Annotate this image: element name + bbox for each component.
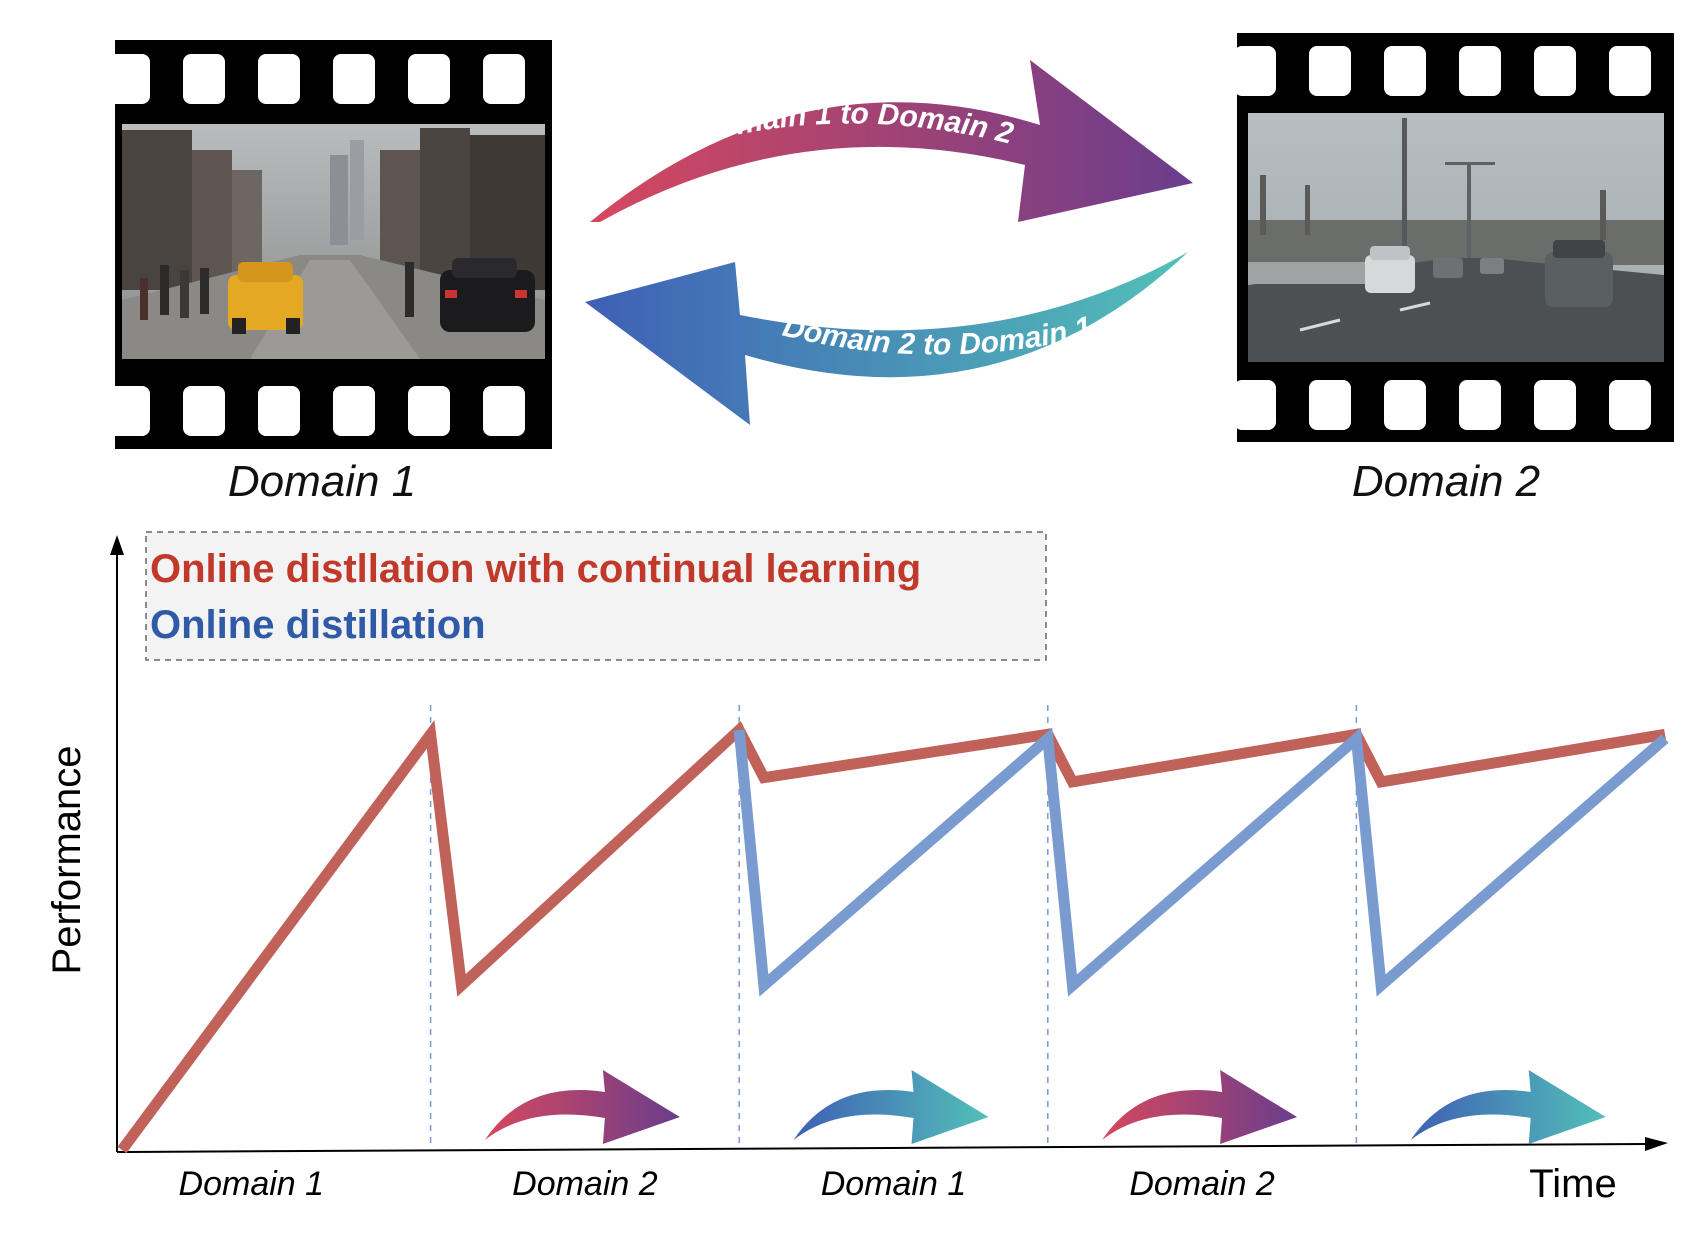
performance-chart: Performance Time Online distllation with… bbox=[45, 531, 1669, 1206]
film-strip-domain-1 bbox=[108, 40, 600, 449]
film-sprocket-hole bbox=[1609, 46, 1651, 96]
city-street-photo bbox=[122, 124, 545, 359]
film-sprocket-hole bbox=[1234, 46, 1276, 96]
y-axis-arrowhead bbox=[110, 535, 124, 555]
series-line-online-distillation bbox=[733, 727, 1669, 997]
domain-1-caption: Domain 1 bbox=[228, 457, 416, 506]
film-sprocket-hole bbox=[1234, 380, 1276, 430]
legend-blue-label: Online distillation bbox=[150, 603, 486, 647]
segment-label: Domain 1 bbox=[821, 1165, 967, 1203]
film-sprocket-hole bbox=[333, 54, 375, 104]
arrow-domain-2-to-domain-1: Domain 2 to Domain 1 bbox=[585, 252, 1188, 425]
highway-photo bbox=[1248, 113, 1664, 362]
legend: Online distllation with continual learni… bbox=[145, 531, 1047, 661]
film-sprocket-hole bbox=[558, 386, 600, 436]
film-sprocket-hole bbox=[1609, 380, 1651, 430]
film-sprocket-hole bbox=[1309, 380, 1351, 430]
film-sprocket-hole bbox=[258, 386, 300, 436]
film-sprocket-hole bbox=[558, 54, 600, 104]
segment-label: Domain 1 bbox=[179, 1165, 325, 1203]
series-line-continual-learning bbox=[117, 720, 1666, 1154]
film-sprocket-hole bbox=[1459, 46, 1501, 96]
film-sprocket-hole bbox=[333, 386, 375, 436]
x-axis-arrowhead bbox=[1645, 1137, 1668, 1151]
film-sprocket-hole bbox=[408, 386, 450, 436]
film-sprocket-hole bbox=[1384, 46, 1426, 96]
film-sprocket-hole bbox=[483, 54, 525, 104]
film-sprocket-hole bbox=[483, 386, 525, 436]
film-sprocket-hole bbox=[183, 54, 225, 104]
film-sprocket-hole bbox=[108, 54, 150, 104]
film-sprocket-hole bbox=[108, 386, 150, 436]
film-sprocket-hole bbox=[1309, 46, 1351, 96]
x-axis-label: Time bbox=[1529, 1162, 1616, 1206]
film-sprocket-hole bbox=[1534, 46, 1576, 96]
film-sprocket-hole bbox=[1459, 380, 1501, 430]
film-sprocket-hole bbox=[1684, 46, 1702, 96]
domain-2-caption: Domain 2 bbox=[1352, 457, 1540, 506]
film-sprocket-hole bbox=[1684, 380, 1702, 430]
mini-arrow-domain-1-to-2 bbox=[1102, 1070, 1298, 1144]
film-sprocket-hole bbox=[408, 54, 450, 104]
segment-label: Domain 2 bbox=[512, 1165, 658, 1203]
mini-arrow-domain-1-to-2 bbox=[484, 1070, 680, 1144]
film-strip-domain-2 bbox=[1234, 33, 1702, 442]
legend-red-label: Online distllation with continual learni… bbox=[150, 547, 921, 591]
segment-label: Domain 2 bbox=[1129, 1165, 1275, 1203]
film-sprocket-hole bbox=[1534, 380, 1576, 430]
film-sprocket-hole bbox=[183, 386, 225, 436]
y-axis-label: Performance bbox=[45, 746, 89, 975]
mini-arrow-domain-2-to-1 bbox=[793, 1070, 989, 1144]
film-sprocket-hole bbox=[258, 54, 300, 104]
mini-arrow-domain-2-to-1 bbox=[1410, 1070, 1606, 1144]
film-sprocket-hole bbox=[1384, 380, 1426, 430]
x-axis bbox=[116, 1143, 1649, 1153]
arrow-domain-1-to-domain-2: Domain 1 to Domain 2 bbox=[590, 60, 1193, 222]
